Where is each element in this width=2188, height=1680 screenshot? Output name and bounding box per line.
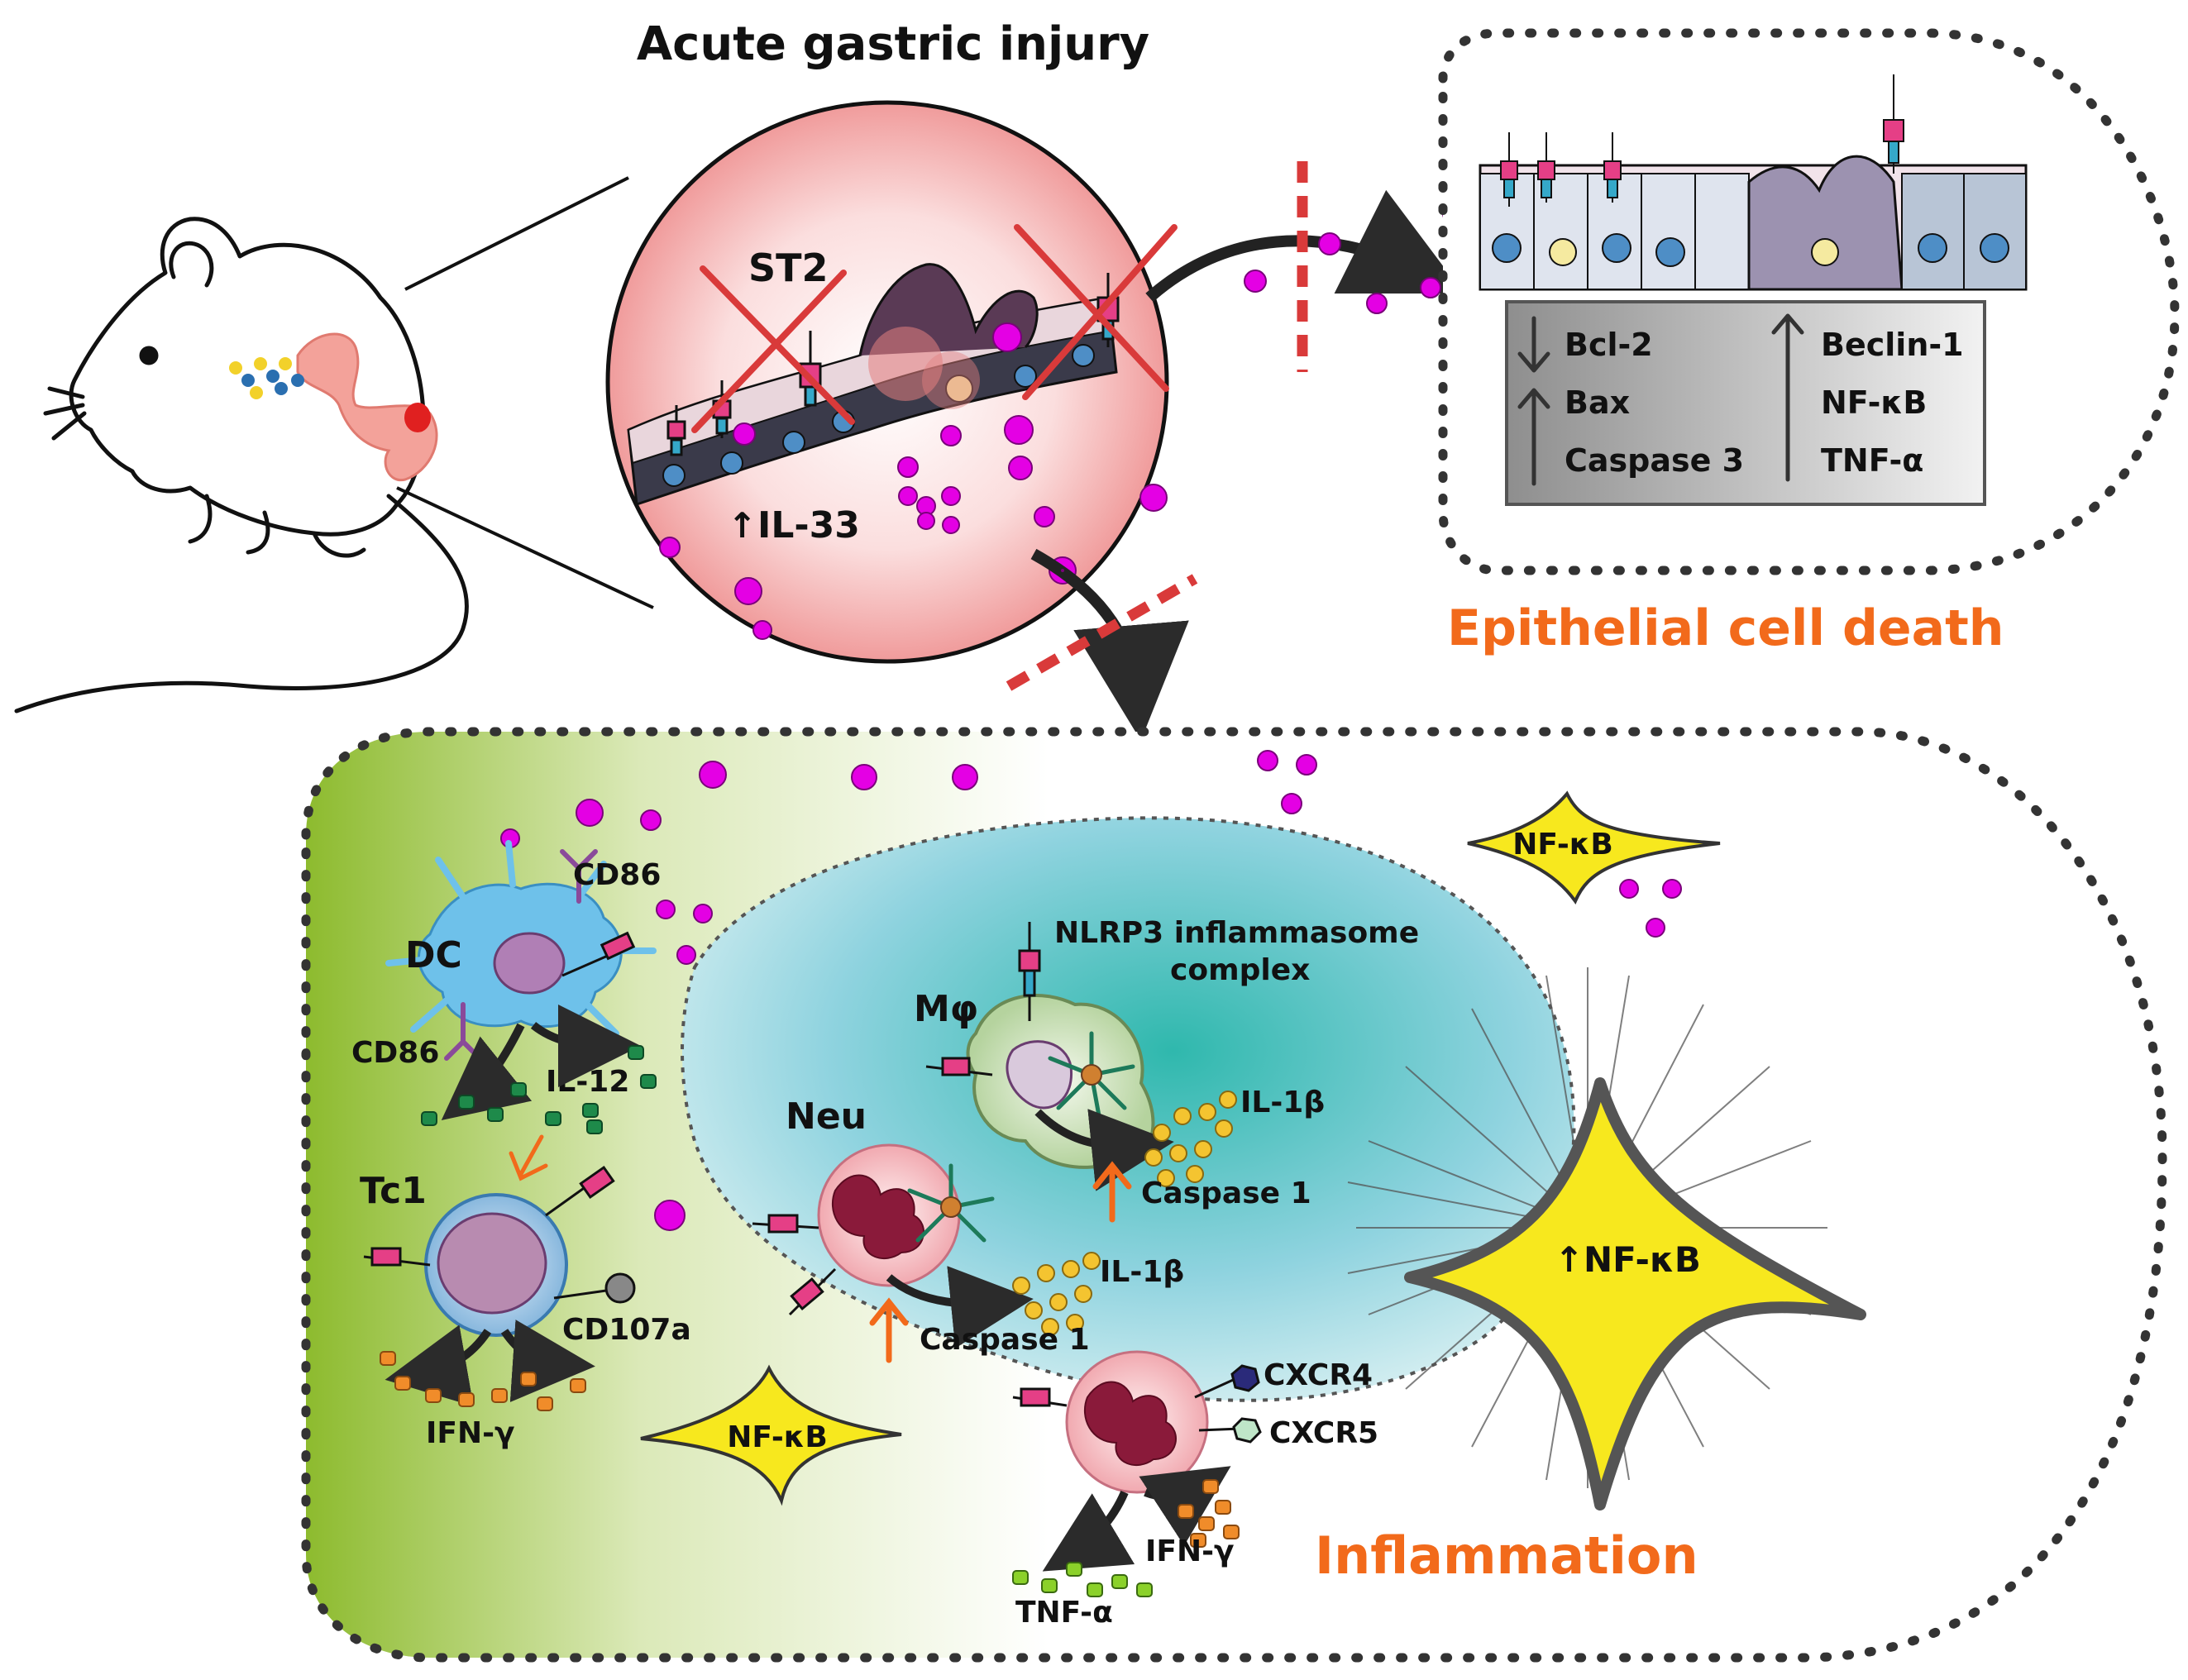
st2-knockout-crosses [691, 224, 1178, 433]
cd86-bottom-label: CD86 [351, 1036, 439, 1070]
ifng-neu-label: IFN-γ [1145, 1534, 1235, 1568]
marker-bcl2: Bcl-2 [1565, 327, 1653, 363]
marker-nfkb: NF-κB [1821, 384, 1927, 421]
gastric-tissue-zoom: ST2 ↑ IL-33 [605, 100, 1178, 664]
marker-arrows [1517, 313, 1804, 486]
epithelial-death-panel: Bcl-2 Bax Caspase 3 Beclin-1 NF-κB TNF-α [1438, 28, 2180, 575]
tnfa-neu-label: TNF-α [1015, 1596, 1113, 1630]
nfkb-star-left [640, 1364, 902, 1506]
il12-orange-arrow [509, 1134, 548, 1181]
il1b-neu-label: IL-1β [1100, 1255, 1184, 1289]
marker-caspase3: Caspase 3 [1565, 442, 1744, 479]
caspase1-mphi-arrow [1092, 1161, 1132, 1223]
nfkb-label-left: NF-κB [727, 1420, 828, 1454]
il33-dots-bottom [500, 750, 1682, 1231]
nfkb-star-big [1404, 1077, 1866, 1511]
nfkb-label-top: NF-κB [1512, 828, 1613, 861]
cd86-top-label: CD86 [573, 858, 661, 892]
cd107a-label: CD107a [562, 1313, 691, 1347]
tc1-arrow-right [500, 1320, 595, 1402]
neu-bottom-arrow-right [1139, 1466, 1231, 1546]
neutrophil-cell [752, 1143, 995, 1316]
marker-box [1505, 300, 1986, 506]
il1b-mphi-dots [1144, 1091, 1237, 1187]
arrow-to-epithelium [1145, 189, 1464, 303]
tc1-arrow-left [385, 1324, 492, 1406]
mphi-label: Mφ [914, 988, 978, 1030]
nlrp3-label-line2: complex [1170, 953, 1310, 987]
cxcr4-label: CXCR4 [1264, 1358, 1373, 1392]
caspase1-mphi-label: Caspase 1 [1141, 1176, 1311, 1210]
il1b-neu-dots [1012, 1252, 1101, 1336]
caspase1-neu-label: Caspase 1 [920, 1323, 1090, 1357]
mphi-arrow [1034, 1109, 1174, 1191]
dc-label: DC [405, 934, 462, 976]
il33-label: IL-33 [757, 504, 860, 546]
tc1-label: Tc1 [360, 1170, 427, 1212]
il33-arrow: ↑ [728, 505, 757, 546]
neu-bottom-arrow-left [1042, 1490, 1135, 1572]
il12-label: IL-12 [546, 1065, 629, 1099]
dc-arrow-left [441, 1023, 533, 1120]
marker-tnfa: TNF-α [1821, 442, 1923, 479]
dashed-block-bottom [1006, 574, 1198, 691]
epithelial-death-label: Epithelial cell death [1447, 599, 2004, 657]
ifng-tc1-label: IFN-γ [426, 1416, 515, 1450]
zoom-line-top [404, 176, 629, 291]
marker-beclin1: Beclin-1 [1821, 327, 1964, 363]
ifng-tc1-dots [380, 1351, 586, 1411]
mouse-immune-dots [229, 357, 304, 399]
neu-label: Neu [786, 1095, 867, 1138]
ifng-neu-dots [1178, 1479, 1240, 1548]
il1b-mphi-label: IL-1β [1240, 1086, 1325, 1119]
inflammation-label: Inflammation [1315, 1525, 1698, 1586]
nfkb-label-big: NF-κB [1584, 1239, 1701, 1280]
mouse-lesion [404, 403, 431, 432]
mouse-stomach [296, 332, 438, 482]
marker-bax: Bax [1565, 384, 1630, 421]
il12-dots [421, 1045, 657, 1134]
nfkb-star-top [1467, 790, 1721, 905]
neu-arrow [886, 1266, 1034, 1348]
cxcr5-label: CXCR5 [1269, 1416, 1378, 1450]
diagram-title: Acute gastric injury [637, 17, 1149, 71]
nlrp3-label-line1: NLRP3 inflammasome [1054, 916, 1419, 950]
tc1-cell [363, 1165, 636, 1337]
zoom-line-bottom [396, 486, 654, 609]
nfkb-big-arrow: ↑ [1555, 1239, 1584, 1280]
il33-dots [659, 322, 1168, 640]
dc-arrow-right [530, 1004, 641, 1087]
st2-label: ST2 [748, 246, 829, 290]
tnfa-neu-dots [1012, 1562, 1153, 1597]
caspase1-neu-arrow [869, 1297, 909, 1363]
neutrophil-cell-bottom [1012, 1350, 1262, 1494]
